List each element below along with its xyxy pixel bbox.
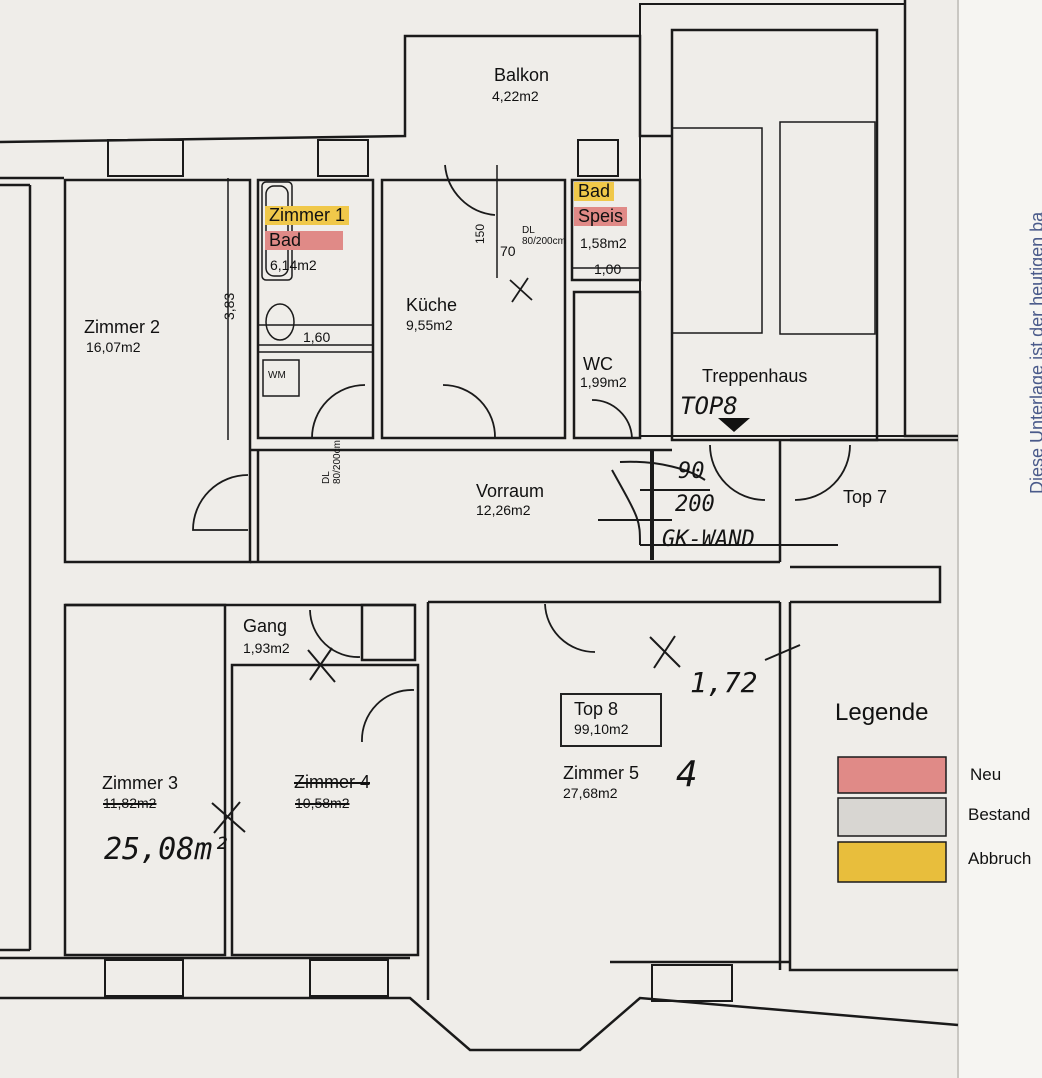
door-90-handwritten: 90 — [678, 459, 705, 484]
top8-box — [560, 693, 662, 747]
gang-name: Gang — [243, 616, 288, 636]
zimmer4-name: Zimmer 4 — [294, 772, 370, 792]
wc-area: 1,99m2 — [580, 374, 627, 390]
gk-wand-handwritten: GK-WAND — [662, 527, 755, 552]
kueche-name: Küche — [406, 295, 458, 315]
edge-note: Diese Unterlage ist der heutigen ba — [1027, 211, 1042, 494]
bad-new-name: Bad — [265, 231, 343, 250]
legend-label-bestand: Bestand — [968, 805, 1031, 824]
legend-swatch-bestand — [837, 797, 947, 837]
treppenhaus-name: Treppenhaus — [702, 366, 808, 386]
bad-width-dim: 1,60 — [303, 329, 331, 345]
washing-machine-icon: WM — [268, 370, 286, 381]
top8-name: Top 8 — [574, 699, 619, 719]
zimmer3-area-old: 11,82m2 — [103, 795, 157, 811]
gang-area: 1,93m2 — [243, 640, 290, 656]
top8-handwritten: TOP8 — [680, 392, 738, 420]
zimmer2-area: 16,07m2 — [86, 339, 141, 355]
zimmer5-area: 27,68m2 — [563, 785, 618, 801]
bad-area: 6,14m2 — [270, 257, 317, 273]
zimmer2-name: Zimmer 2 — [84, 317, 160, 337]
zimmer4-area: 10,58m2 — [295, 795, 350, 811]
door-200-handwritten: 200 — [675, 492, 715, 517]
speis-width-dim: 1,00 — [594, 261, 622, 277]
vorraum-area: 12,26m2 — [476, 502, 531, 518]
wc-name: WC — [583, 354, 613, 374]
zimmer5-renumber: 4 — [676, 754, 698, 795]
dl-top-label: DL 80/200cm — [522, 225, 566, 247]
speis-new-name: Speis — [574, 207, 628, 226]
bad-old-name: Zimmer 1 — [265, 206, 349, 225]
legend-label-neu: Neu — [970, 765, 1002, 784]
top7-name: Top 7 — [843, 487, 888, 507]
zimmer5-dim: 1,72 — [690, 666, 758, 699]
zimmer5-name: Zimmer 5 — [563, 763, 639, 783]
zimmer3-area-new: 25,08m² — [104, 832, 231, 867]
vorraum-name: Vorraum — [476, 481, 545, 501]
dl-vorraum-label: DL 80/200cm — [321, 440, 343, 484]
kueche-door-dim: 150 — [473, 223, 487, 244]
balkon-name: Balkon — [494, 65, 550, 85]
legend-title: Legende — [835, 699, 929, 726]
zimmer2-height-dim: 3,83 — [221, 292, 237, 320]
speis-old-name: Bad — [574, 182, 615, 201]
top8-area: 99,10m2 — [574, 721, 629, 737]
legend-swatch-neu — [837, 756, 947, 794]
legend-swatch-abbruch — [837, 841, 947, 883]
kueche-door2-dim: 70 — [500, 243, 516, 259]
kueche-area: 9,55m2 — [406, 317, 453, 333]
zimmer3-name: Zimmer 3 — [102, 773, 178, 793]
legend-label-abbruch: Abbruch — [968, 849, 1032, 868]
speis-area: 1,58m2 — [580, 235, 627, 251]
balkon-area: 4,22m2 — [492, 88, 539, 104]
